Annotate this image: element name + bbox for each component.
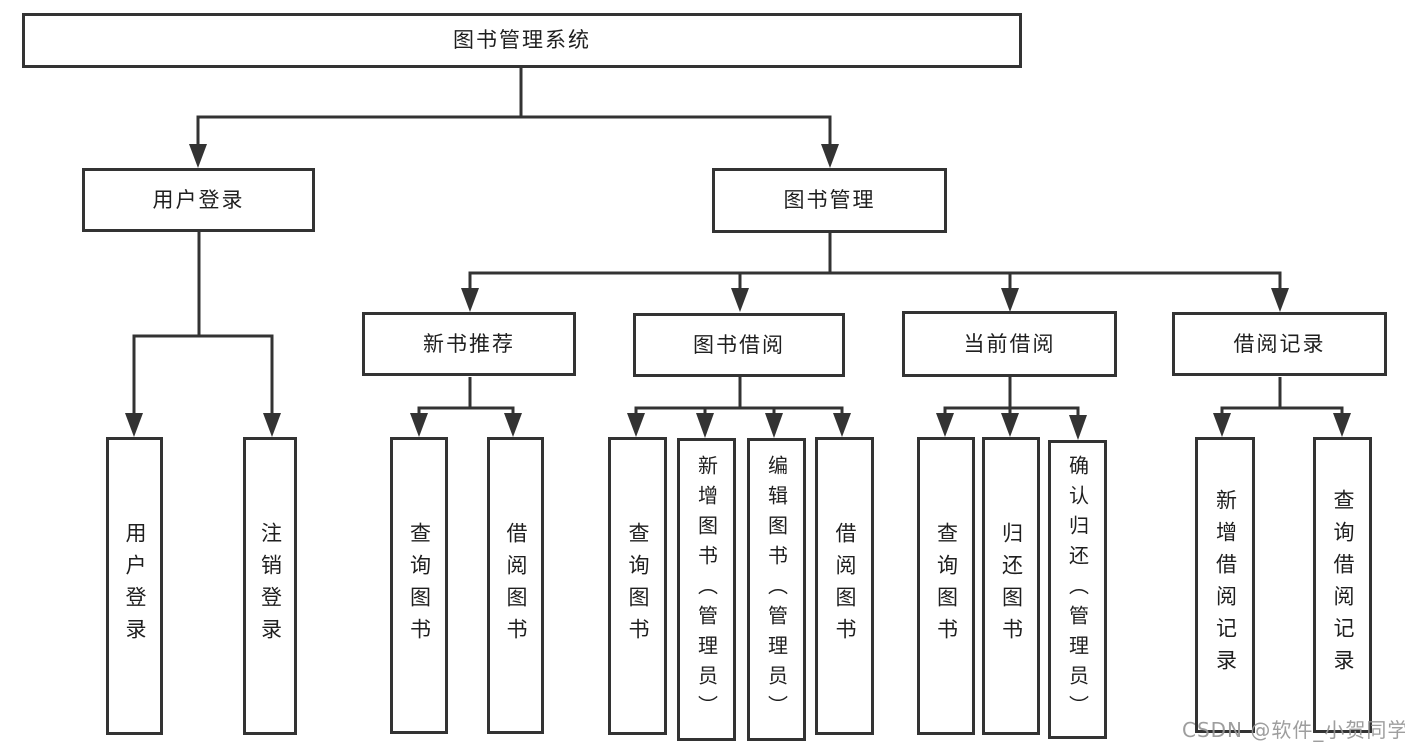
- node-label: 新增图书（管理员）: [694, 454, 719, 725]
- leaf-add-books-admin: 新增图书（管理员）: [677, 438, 736, 741]
- node-label: 图书管理系统: [453, 28, 591, 52]
- node-label: 新增借阅记录: [1213, 489, 1238, 681]
- leaf-logout-login: 注销登录: [243, 437, 297, 735]
- node-label: 注销登录: [258, 522, 283, 650]
- node-label: 借阅图书: [504, 521, 528, 650]
- leaf-borrow-books-borrowing: 借阅图书: [815, 437, 874, 735]
- leaf-edit-books-admin: 编辑图书（管理员）: [747, 438, 806, 741]
- leaf-user-login: 用户登录: [106, 437, 163, 735]
- node-label: 用户登录: [123, 522, 147, 650]
- leaf-confirm-return-admin: 确认归还（管理员）: [1048, 440, 1107, 739]
- leaf-add-borrow-record: 新增借阅记录: [1195, 437, 1255, 733]
- node-borrowing-records: 借阅记录: [1172, 312, 1387, 376]
- node-library-management-system: 图书管理系统: [22, 13, 1022, 68]
- node-label: 图书管理: [783, 188, 876, 212]
- leaf-query-books-borrowing: 查询图书: [608, 437, 667, 735]
- node-label: 借阅记录: [1233, 331, 1326, 356]
- node-user-login: 用户登录: [82, 168, 315, 232]
- node-label: 图书借阅: [693, 332, 785, 357]
- leaf-query-books-recommend: 查询图书: [390, 437, 448, 734]
- node-label: 借阅图书: [833, 522, 857, 650]
- node-label: 用户登录: [152, 187, 245, 212]
- node-label: 查询图书: [407, 521, 432, 650]
- node-label: 编辑图书（管理员）: [764, 454, 789, 725]
- leaf-borrow-books-recommend: 借阅图书: [487, 437, 544, 734]
- node-label: 归还图书: [999, 522, 1024, 650]
- node-label: 新书推荐: [423, 331, 515, 356]
- leaf-return-books: 归还图书: [982, 437, 1040, 735]
- csdn-watermark: CSDN @软件_小贺同学: [1182, 718, 1405, 742]
- node-book-management: 图书管理: [712, 168, 947, 233]
- node-label: 查询借阅记录: [1331, 489, 1355, 681]
- leaf-query-borrow-record: 查询借阅记录: [1313, 437, 1372, 733]
- node-label: 查询图书: [934, 522, 959, 650]
- node-book-borrowing: 图书借阅: [633, 313, 845, 377]
- node-label: 确认归还（管理员）: [1065, 454, 1090, 725]
- node-label: 查询图书: [626, 522, 650, 650]
- node-label: 当前借阅: [963, 331, 1056, 356]
- leaf-query-books-current: 查询图书: [917, 437, 975, 735]
- node-current-borrowing: 当前借阅: [902, 311, 1117, 377]
- node-new-book-recommendation: 新书推荐: [362, 312, 576, 376]
